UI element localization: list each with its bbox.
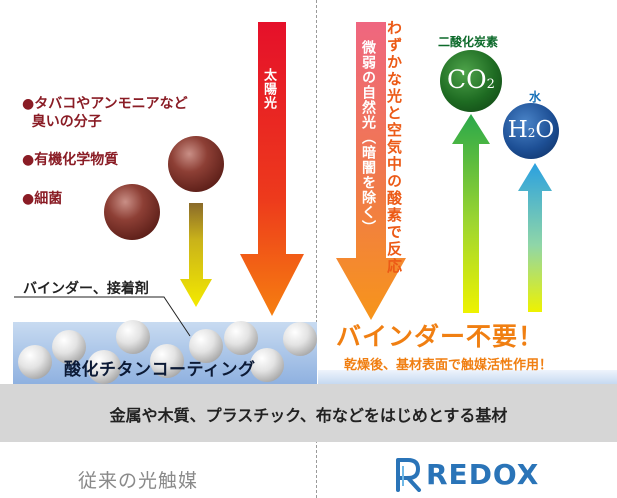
titanium-particle	[189, 329, 223, 363]
titanium-particle	[250, 348, 284, 382]
co2-caption: 二酸化炭素	[438, 35, 499, 49]
titanium-particle	[52, 330, 86, 364]
coating-label: 酸化チタンコーティング	[64, 360, 256, 380]
binder-label: バインダー、接着剤	[23, 281, 149, 297]
titanium-particle	[116, 320, 150, 354]
brand-name: REDOX	[426, 458, 540, 491]
redox-logo-mark-icon	[396, 458, 421, 492]
pollutant-bacteria: ●細菌	[22, 191, 63, 207]
pollutant-down-arrow	[180, 203, 212, 307]
titanium-particle	[150, 344, 184, 378]
titanium-particle	[18, 345, 52, 379]
redox-coating-layer	[318, 370, 617, 384]
h2o-up-arrow	[518, 163, 552, 312]
titanium-particle	[87, 350, 121, 384]
co2-molecule: CO2	[440, 50, 502, 112]
pollutant-sphere	[168, 136, 224, 192]
weak-light-arrow	[336, 22, 406, 320]
binder-free-note: 乾燥後、基材表面で触媒活性作用！	[344, 358, 553, 373]
reaction-label: わずかな光と空気中の酸素で反応	[385, 20, 403, 275]
weak-light-label: 微弱の自然光（暗闇を除く）	[360, 40, 376, 235]
center-divider	[316, 0, 317, 498]
binder-free-headline: バインダー不要！	[336, 322, 545, 351]
h2o-formula-o: O	[535, 117, 555, 143]
substrate-band	[0, 384, 617, 442]
pollutant-organic-chemicals: ●有機化学物質	[22, 152, 119, 168]
titanium-particle	[224, 321, 258, 355]
h2o-molecule: H2O	[503, 103, 559, 159]
substrate-label: 金属や木質、プラスチック、布などをはじめとする基材	[109, 406, 508, 425]
sunlight-label: 太陽光	[261, 68, 276, 110]
pollutant-odor-molecules: ●タバコやアンモニアなど 臭いの分子	[22, 96, 188, 130]
h2o-formula-h: H	[507, 117, 528, 143]
h2o-subscript: 2	[527, 126, 536, 140]
conventional-photocatalyst-label: 従来の光触媒	[78, 470, 199, 492]
pollutant-sphere	[104, 184, 160, 240]
co2-subscript: 2	[486, 77, 495, 92]
co2-up-arrow	[452, 114, 490, 313]
co2-formula: CO	[447, 65, 487, 94]
titanium-particle	[283, 322, 317, 356]
redox-logo: REDOX	[394, 458, 554, 492]
sunlight-arrow	[240, 22, 304, 316]
h2o-caption: 水	[529, 90, 542, 104]
